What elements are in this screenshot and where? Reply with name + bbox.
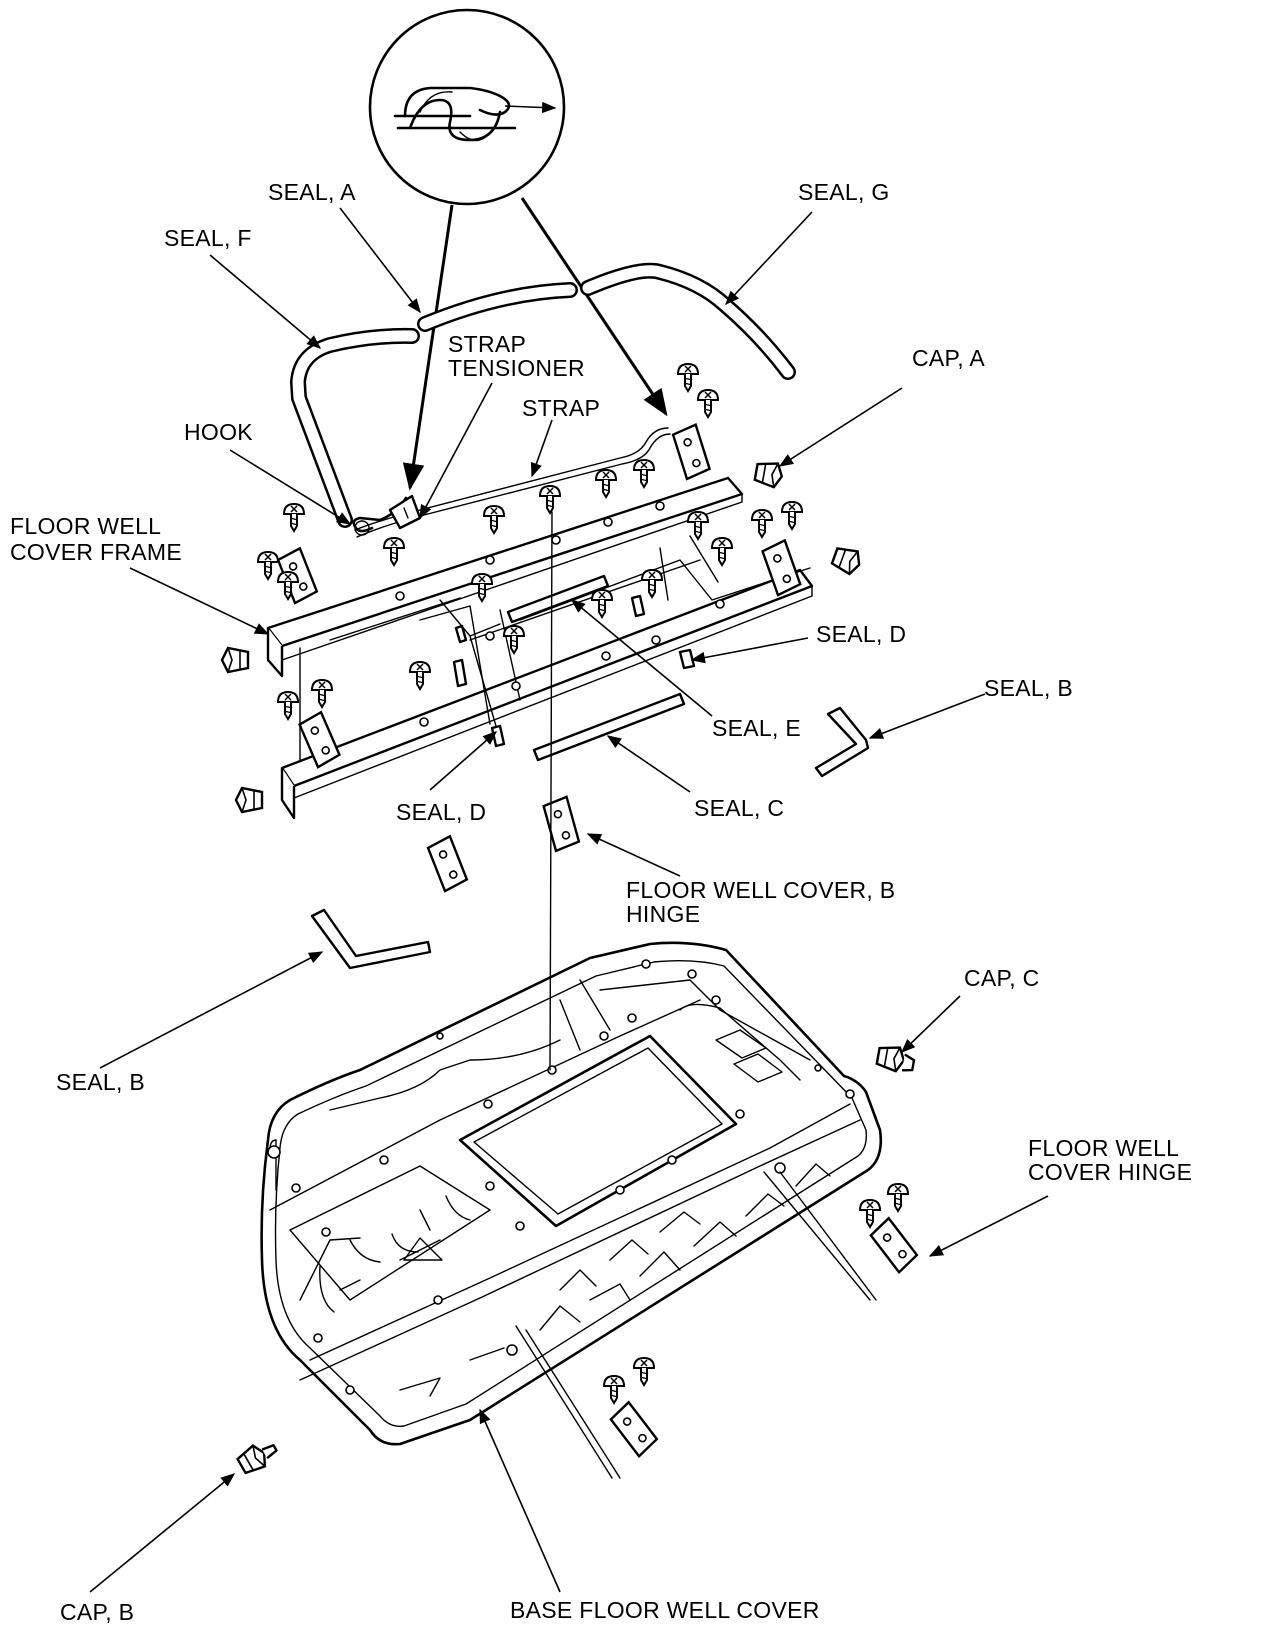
seal-b-left-part — [310, 908, 432, 970]
label-seal-d-lower: SEAL, D — [396, 799, 487, 825]
alignment-lines — [515, 511, 877, 1479]
strap-hook-detail-callout — [368, 8, 668, 491]
label-seal-g: SEAL, G — [798, 179, 890, 205]
label-seal-f: SEAL, F — [164, 225, 252, 251]
seal-f-part — [290, 327, 420, 528]
floor-well-cover-hinge-part — [866, 1214, 922, 1277]
label-seal-b-right: SEAL, B — [984, 675, 1074, 701]
strap-part — [354, 427, 671, 538]
label-floor-well-cover-b-hinge-line2: HINGE — [626, 901, 701, 927]
seal-g-part — [580, 262, 796, 380]
base-floor-well-cover-part — [260, 941, 883, 1446]
label-seal-e: SEAL, E — [712, 715, 802, 741]
label-cap-a: CAP, A — [912, 345, 985, 371]
seal-e-part — [506, 574, 610, 624]
leader-lines — [89, 207, 1049, 1593]
floor-well-cover-frame-part — [266, 476, 814, 820]
strap-bracket-part — [670, 422, 712, 482]
seal-d-upper-part — [452, 594, 696, 688]
label-floor-well-cover-hinge-line2: COVER HINGE — [1028, 1159, 1193, 1185]
cap-a-part — [752, 458, 786, 490]
cap-b-part — [234, 1441, 278, 1478]
label-base-floor-well-cover: BASE FLOOR WELL COVER — [510, 1597, 820, 1623]
label-floor-well-cover-frame-line1: FLOOR WELL — [10, 513, 162, 539]
seal-b-right-part — [814, 706, 870, 778]
label-strap: STRAP — [522, 395, 601, 421]
label-floor-well-cover-frame-line2: COVER FRAME — [10, 539, 182, 565]
label-seal-b-left: SEAL, B — [56, 1069, 146, 1095]
label-hook: HOOK — [184, 419, 253, 445]
seal-a-part — [417, 282, 578, 332]
frame-cap-left-upper — [220, 646, 250, 674]
lower-hinge-part — [606, 1398, 662, 1461]
floor-well-cover-b-hinge-part — [541, 794, 581, 853]
label-seal-c: SEAL, C — [694, 795, 785, 821]
label-cap-c: CAP, C — [964, 965, 1040, 991]
label-strap-tensioner-line1: STRAP — [448, 331, 527, 357]
loose-hinge-left — [425, 833, 470, 894]
label-seal-d-upper: SEAL, D — [816, 621, 907, 647]
label-seal-a: SEAL, A — [268, 179, 356, 205]
label-floor-well-cover-b-hinge-line1: FLOOR WELL COVER, B — [626, 877, 896, 903]
seal-c-part — [532, 692, 686, 762]
frame-cap-right — [829, 543, 865, 578]
seal-d-lower-part — [490, 724, 506, 748]
label-strap-tensioner-line2: TENSIONER — [448, 355, 585, 381]
cap-c-part — [874, 1042, 916, 1074]
label-floor-well-cover-hinge-line1: FLOOR WELL — [1028, 1135, 1180, 1161]
label-cap-b: CAP, B — [60, 1599, 135, 1625]
frame-cap-left-lower — [234, 786, 264, 814]
